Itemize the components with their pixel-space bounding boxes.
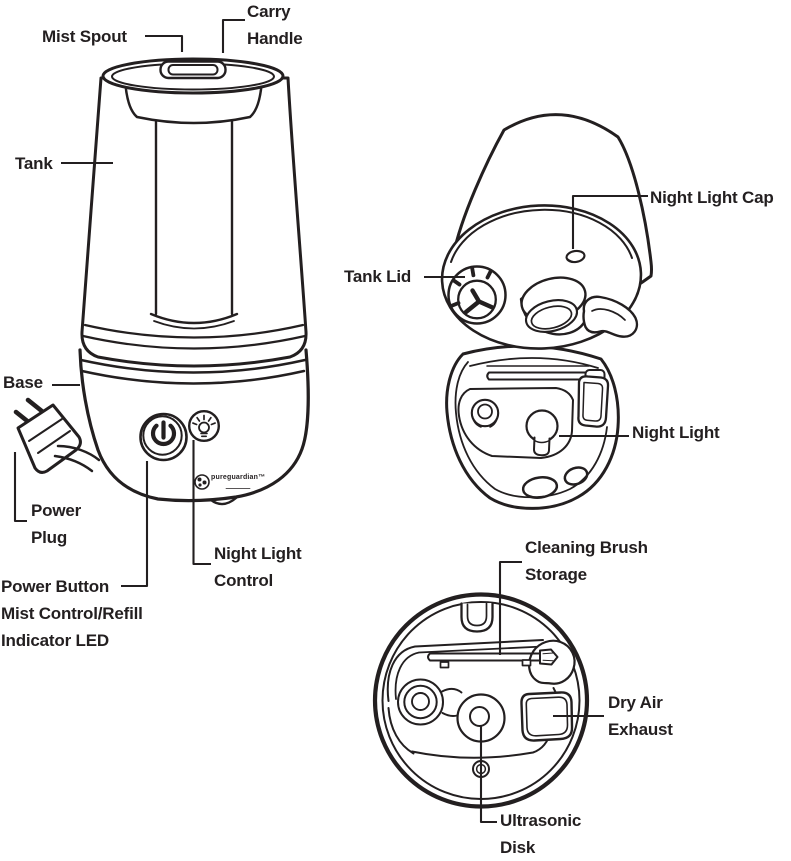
label-night-light-cap: Night Light Cap (650, 188, 774, 207)
label-ultrasonic-disk: Ultrasonic Disk (500, 811, 582, 857)
label-carry-handle: Carry Handle (247, 2, 303, 48)
base-top-view-illustration (372, 592, 590, 809)
leader-night-light-control (192, 440, 211, 566)
label-dry-air-exhaust: Dry Air Exhaust (608, 693, 673, 739)
label-night-light-control: Night Light Control (214, 544, 302, 590)
label-power-plug: Power Plug (31, 501, 82, 547)
handle-recess (159, 60, 227, 80)
power-cord (53, 444, 101, 473)
front-view-illustration (13, 57, 310, 506)
base-vent-small (563, 466, 589, 486)
brand-logo-mark (194, 474, 251, 490)
float-post (397, 678, 444, 726)
label-mist-spout: Mist Spout (42, 27, 127, 46)
leader-lines (13, 18, 648, 824)
leader-power-plug (13, 452, 27, 523)
leader-power-button (121, 461, 149, 588)
lid-hook-detail (582, 295, 639, 338)
leader-ultrasonic-disk (479, 726, 497, 824)
label-night-light: Night Light (632, 423, 720, 442)
night-light-button-shape (187, 410, 220, 443)
cleaning-brush-shape (427, 648, 559, 669)
night-light-bulb-shape (525, 409, 559, 457)
power-icon (150, 420, 177, 447)
dry-air-exhaust-shape (520, 691, 574, 742)
power-button-shape (139, 412, 188, 462)
tank-outline (80, 76, 308, 368)
dry-air-exhaust-side-shape (577, 375, 610, 428)
mist-spout-shape (167, 64, 219, 76)
night-light-cap-shape (565, 249, 586, 264)
leader-mist-spout (145, 34, 184, 52)
spout-opening-shape (519, 276, 588, 336)
water-tube (149, 90, 239, 330)
tank-lid-shape (447, 265, 507, 325)
cap-post (470, 398, 500, 428)
brand-logo-text: pureguardian™ (211, 474, 266, 481)
label-tank-lid: Tank Lid (344, 267, 412, 286)
light-bulb-icon (192, 414, 216, 438)
leader-night-light-cap (571, 194, 648, 249)
base-interior-view-illustration (445, 344, 620, 510)
leader-carry-handle (221, 18, 245, 53)
base-vent-large (521, 476, 559, 499)
label-power-button: Power Button Mist Control/Refill Indicat… (1, 577, 143, 650)
base-shape (78, 348, 310, 503)
label-cleaning-brush-storage: Cleaning Brush Storage (525, 538, 648, 584)
label-base: Base (3, 373, 43, 392)
carry-handle-lid (101, 57, 285, 95)
inverted-tank-view-illustration (440, 113, 653, 350)
power-plug-shape (13, 397, 82, 474)
handle-notch (460, 601, 494, 633)
ultrasonic-disk-shape (456, 693, 506, 743)
label-tank: Tank (15, 154, 53, 173)
leader-cleaning-brush-storage (498, 560, 522, 655)
